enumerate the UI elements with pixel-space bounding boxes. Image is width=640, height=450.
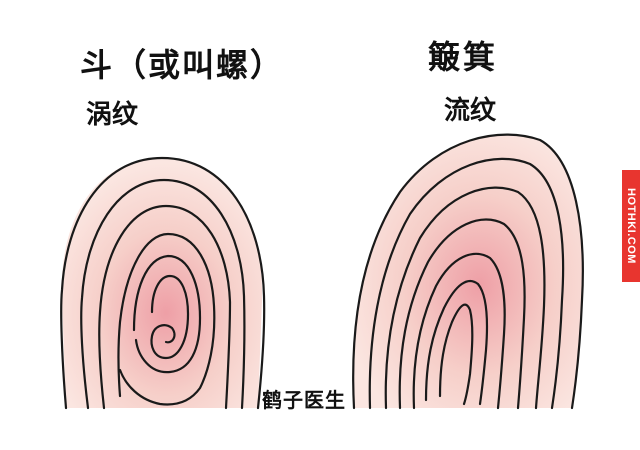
watermark-text: HOTHKI.COM (625, 188, 638, 264)
whorl-subtitle: 涡纹 (86, 100, 139, 130)
loop-fingerprint-icon (352, 133, 584, 410)
watermark-badge: HOTHKI.COM (622, 170, 640, 282)
whorl-fingerprint-icon (60, 156, 266, 410)
loop-subtitle: 流纹 (444, 96, 497, 126)
loop-title: 簸箕 (428, 38, 499, 76)
whorl-title: 斗（或叫螺） (80, 46, 285, 84)
author-credit: 鹤子医生 (262, 388, 346, 412)
